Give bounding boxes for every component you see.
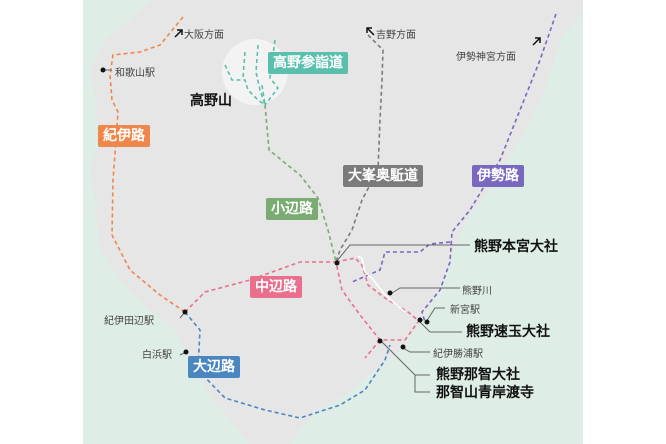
route-label-koyasan: 高野参詣道 <box>268 52 348 74</box>
route-koyasan-line <box>224 39 280 106</box>
direction-ise: 伊勢神宮方面 <box>456 52 516 63</box>
place-shingu-station: 新宮駅 <box>450 305 480 316</box>
route-ohechi-line <box>184 311 391 419</box>
direction-osaka: 大阪方面 <box>184 30 224 41</box>
wakayama-station-dot <box>100 67 106 73</box>
place-seiganto: 那智山青岸渡寺 <box>436 385 534 401</box>
route-kiiji-line <box>109 16 186 313</box>
route-label-omine: 大峯奥駈道 <box>343 165 423 187</box>
place-katsuura-station: 紀伊勝浦駅 <box>433 349 483 360</box>
arrow-ise-icon <box>532 37 541 46</box>
place-kiitanabe-station: 紀伊田辺駅 <box>104 316 154 327</box>
hayatama-dot <box>417 317 423 323</box>
route-label-kohechi: 小辺路 <box>266 198 318 220</box>
kiitanabe-station-dot <box>182 309 188 315</box>
hongu-dot <box>334 260 340 266</box>
place-wakayama-station: 和歌山駅 <box>115 68 155 79</box>
place-hongu: 熊野本宮大社 <box>474 239 558 255</box>
kumanogawa-dot <box>387 290 393 296</box>
route-label-ohechi: 大辺路 <box>188 356 240 378</box>
place-koyasan: 高野山 <box>190 93 232 109</box>
route-kohechi-line <box>264 104 337 263</box>
route-label-iseji: 伊勢路 <box>472 165 524 187</box>
land <box>90 0 583 444</box>
place-shirahama-station: 白浜駅 <box>142 350 172 361</box>
arrow-yoshino-icon <box>366 27 375 36</box>
place-kumanogawa: 熊野川 <box>462 286 492 297</box>
route-label-nakahechi: 中辺路 <box>250 276 302 298</box>
shirahama-station-dot <box>183 349 189 355</box>
route-label-kiiji: 紀伊路 <box>98 125 150 147</box>
shingu-station-dot <box>424 319 430 325</box>
route-nakahechi-line <box>184 257 421 359</box>
direction-yoshino: 吉野方面 <box>376 30 416 41</box>
place-nachi: 熊野那智大社 <box>436 367 520 383</box>
route-iseji-line <box>351 13 557 323</box>
arrow-osaka-icon <box>174 29 183 38</box>
kumanogawa-river <box>357 255 406 313</box>
nachi-dot <box>377 338 383 344</box>
place-hayatama: 熊野速玉大社 <box>466 324 550 340</box>
katsuura-station-dot <box>400 344 406 350</box>
